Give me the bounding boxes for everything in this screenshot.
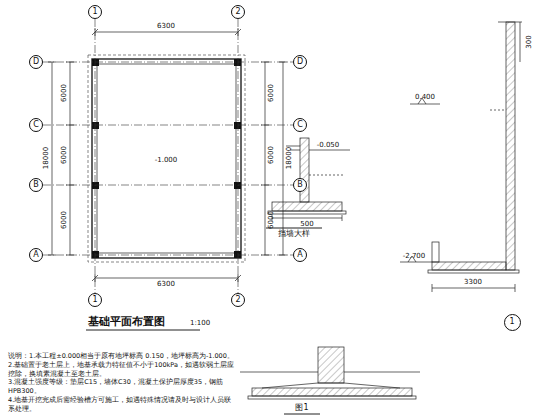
wall-stem bbox=[300, 138, 309, 202]
axis-bubble: C bbox=[29, 118, 43, 132]
inner-wall bbox=[97, 64, 236, 253]
axis-bubble: 1 bbox=[88, 5, 102, 19]
note-line: 4.地基开挖完成后需经验槽方可施工，如遇特殊情况请及时与设计人员联系处理。 bbox=[8, 396, 236, 414]
detail-footing bbox=[252, 388, 412, 396]
axis-label: A bbox=[33, 251, 38, 259]
axis-bubble: B bbox=[293, 178, 307, 192]
axis-label: B bbox=[297, 181, 303, 189]
section-wall bbox=[506, 22, 515, 270]
axis-label: 2 bbox=[235, 8, 240, 16]
axis-label: 1 bbox=[92, 296, 97, 304]
dimension: 6000 bbox=[61, 211, 68, 229]
drawing-title: 基础平面布置图 bbox=[88, 316, 165, 327]
dimension: 3300 bbox=[464, 279, 482, 286]
axis-bubble: A bbox=[293, 248, 307, 262]
axis-label: A bbox=[297, 251, 302, 259]
dimension: 18000 bbox=[286, 147, 293, 169]
notes-block: 说明：1.本工程±0.000相当于原有地坪标高 0.150，地坪标高为-1.00… bbox=[8, 352, 236, 413]
axis-bubble: 2 bbox=[231, 5, 245, 19]
axis-label: 1 bbox=[92, 8, 97, 16]
dimension: -2.700 bbox=[403, 253, 426, 260]
dimension: -1.000 bbox=[155, 157, 178, 164]
dimension: 6000 bbox=[268, 146, 275, 164]
axis-bubble: A bbox=[29, 248, 43, 262]
axis-label: C bbox=[297, 121, 303, 129]
dimension: 300 bbox=[526, 35, 533, 48]
note-line: 2.基础置于老土层上，地基承载力特征值不小于100kPa，如遇软弱土层应挖除，换… bbox=[8, 361, 236, 379]
dimension: 6000 bbox=[61, 146, 68, 164]
dimension: 500 bbox=[300, 221, 313, 228]
dimension: 0.400 bbox=[415, 94, 435, 101]
axis-label: D bbox=[297, 58, 303, 66]
axis-bubble: D bbox=[29, 55, 43, 69]
detail-column bbox=[318, 347, 344, 383]
axis-bubble: 1 bbox=[504, 314, 521, 331]
footing-outline bbox=[88, 55, 245, 262]
axis-bubble: 1 bbox=[88, 293, 102, 307]
axis-line bbox=[43, 62, 293, 63]
axis-line bbox=[43, 185, 293, 186]
note-line: 说明：1.本工程±0.000相当于原有地坪标高 0.150，地坪标高为-1.00… bbox=[8, 352, 236, 361]
axis-line bbox=[43, 255, 293, 256]
axis-bubble: D bbox=[293, 55, 307, 69]
axis-label: C bbox=[33, 121, 39, 129]
dimension: 6000 bbox=[61, 84, 68, 102]
dimension: 6300 bbox=[157, 281, 175, 288]
axis-label: D bbox=[33, 58, 39, 66]
dimension: 6000 bbox=[268, 211, 275, 229]
dimension: 6300 bbox=[157, 23, 175, 30]
axis-line bbox=[238, 19, 239, 293]
note-line: 3.混凝土强度等级：垫层C15，墙体C30，混凝土保护层厚度35，钢筋HPB30… bbox=[8, 378, 236, 396]
dimension: 6000 bbox=[268, 84, 275, 102]
section-slab bbox=[432, 262, 506, 270]
outer-wall bbox=[92, 59, 241, 258]
axis-label: 2 bbox=[235, 296, 240, 304]
scale: 1:100 bbox=[190, 320, 210, 327]
axis-line bbox=[43, 125, 293, 126]
axis-bubble: B bbox=[29, 178, 43, 192]
axis-label: 1 bbox=[509, 318, 514, 326]
axis-line bbox=[95, 19, 96, 293]
wall-footing bbox=[272, 202, 342, 211]
detail-title: 图1 bbox=[295, 404, 308, 412]
axis-bubble: 2 bbox=[231, 293, 245, 307]
dimension: -0.050 bbox=[317, 142, 340, 149]
detail-title: 挡墙大样 bbox=[278, 230, 310, 238]
axis-label: B bbox=[33, 181, 39, 189]
dimension: 18000 bbox=[43, 147, 50, 169]
axis-bubble: C bbox=[293, 118, 307, 132]
